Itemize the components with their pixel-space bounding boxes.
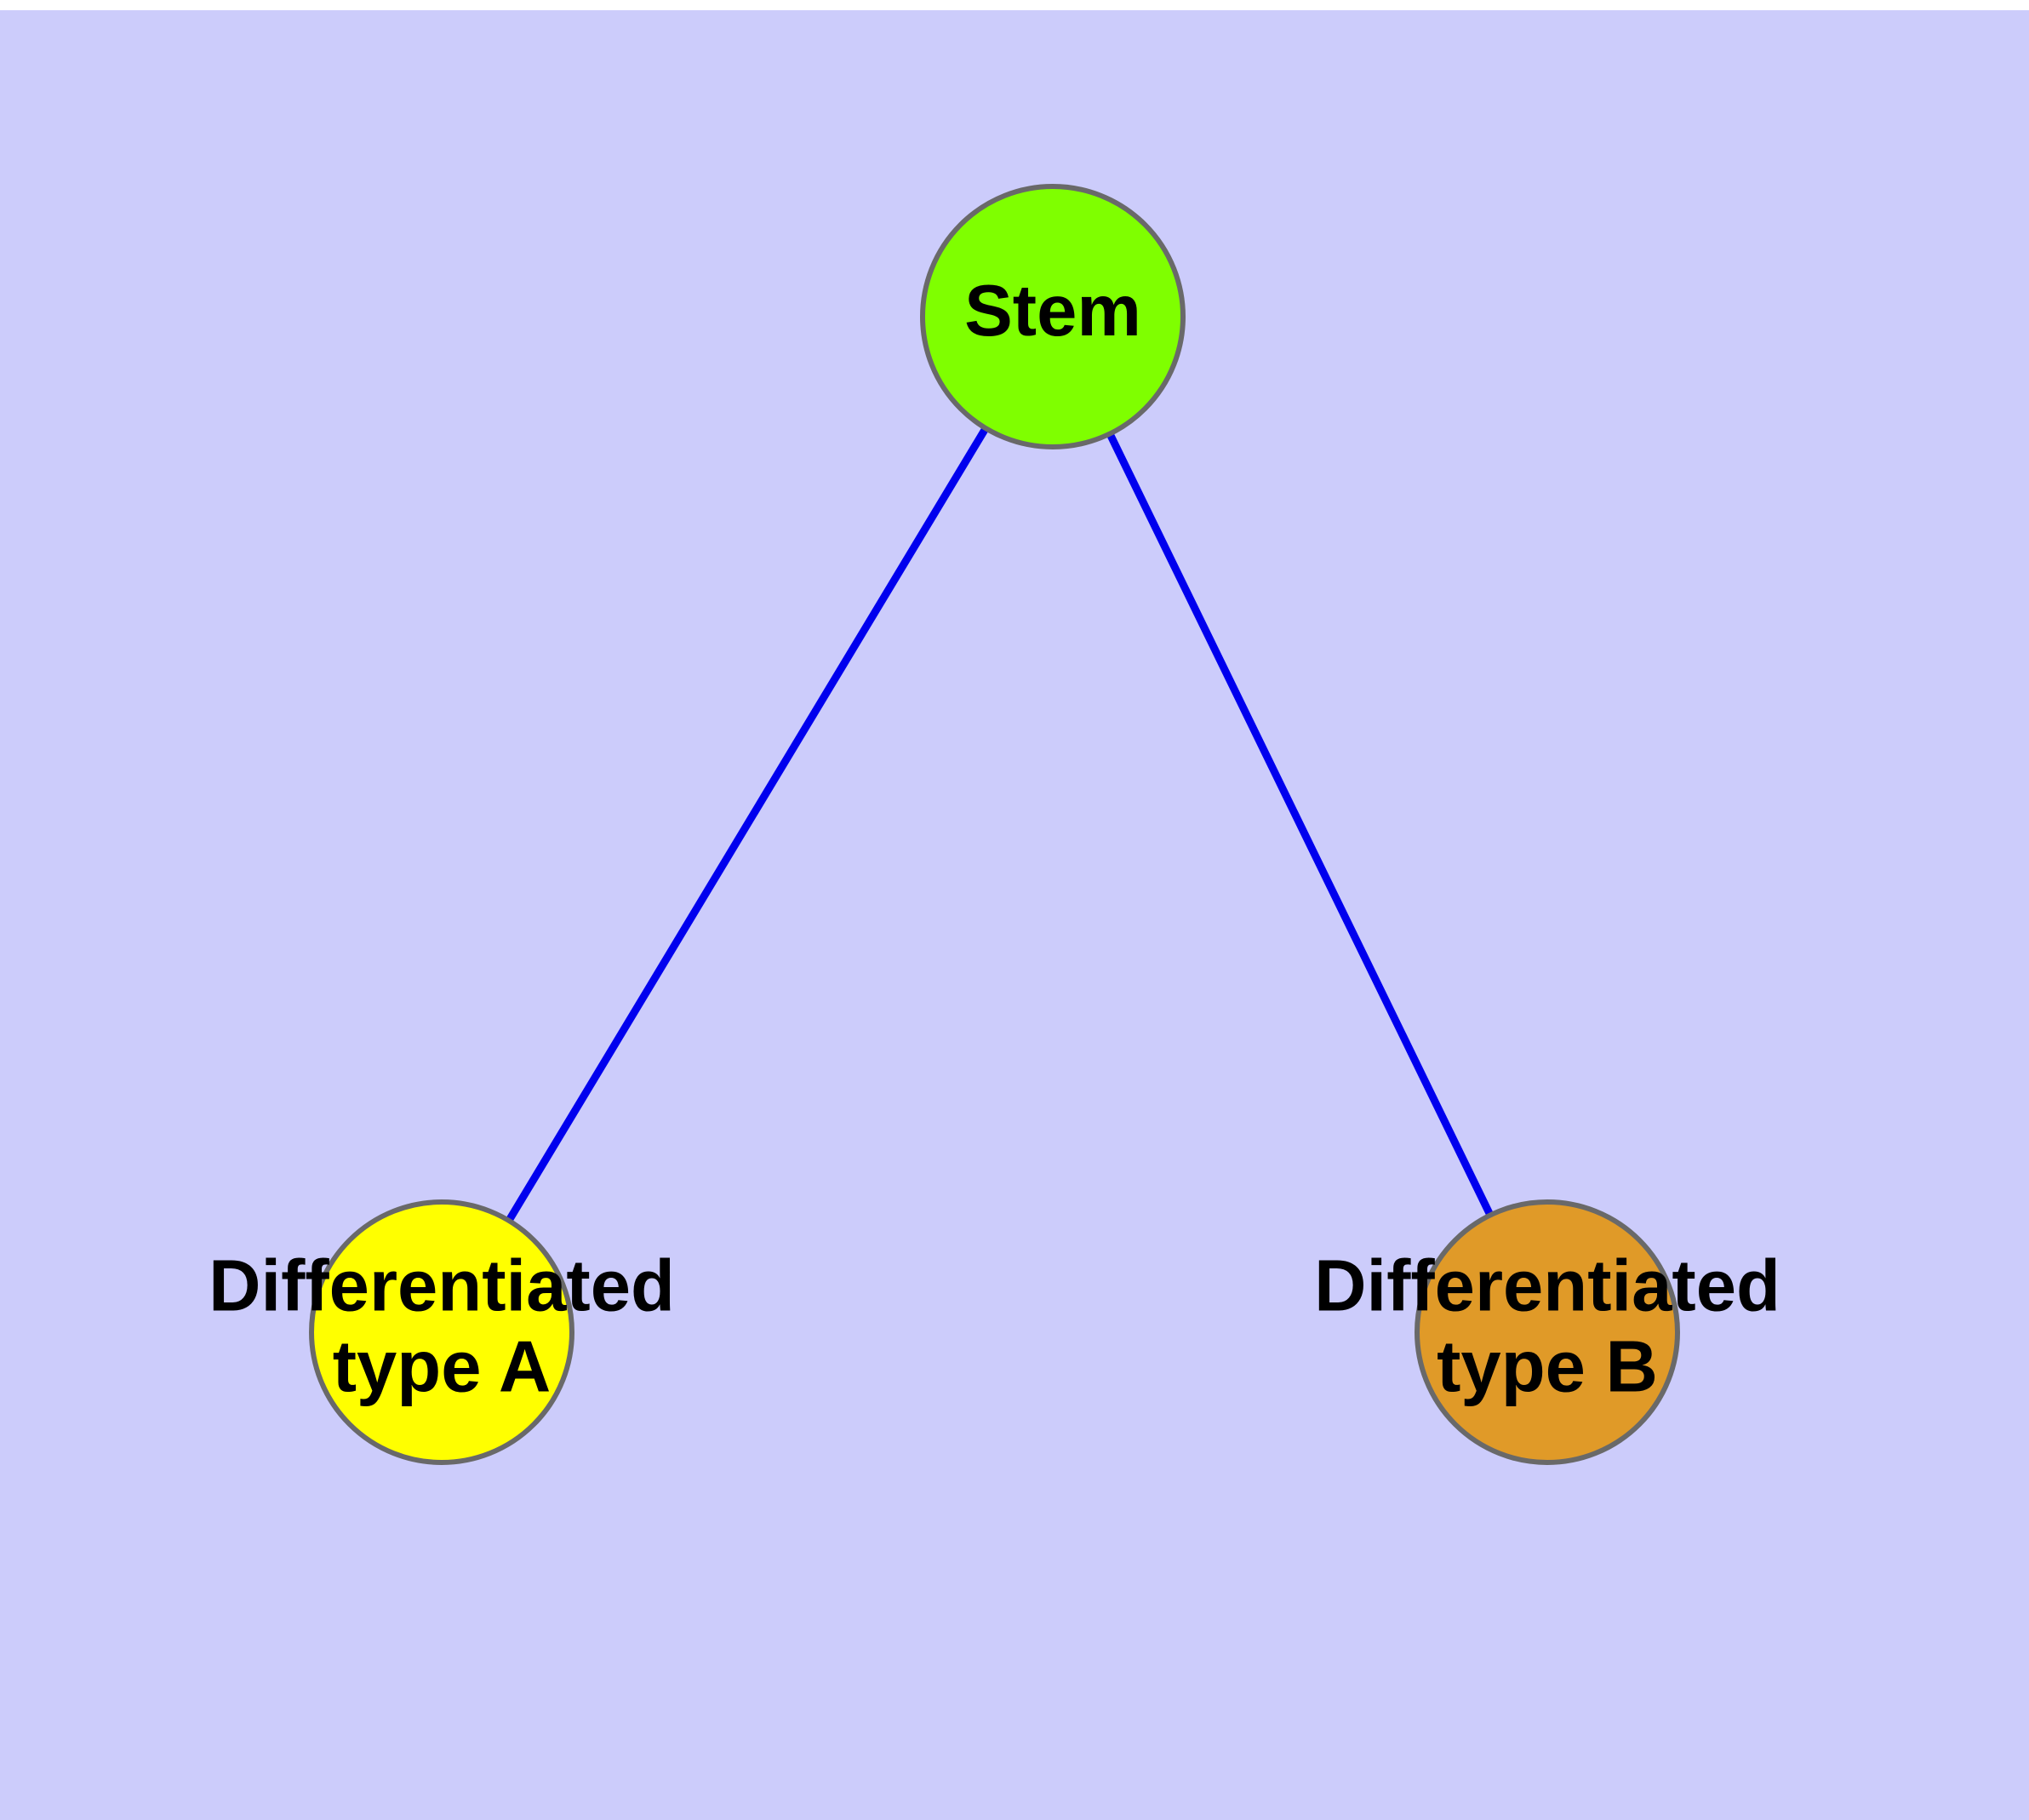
node-circle-differentiated-type-a[interactable] — [309, 1199, 574, 1465]
node-layer — [309, 184, 1680, 1465]
node-label-stem: Stem — [964, 271, 1141, 352]
edge-layer — [438, 314, 1552, 1335]
edge-stem-to-differentiated-type-b[interactable] — [1049, 315, 1552, 1334]
node-circle-differentiated-type-b[interactable] — [1415, 1199, 1680, 1465]
node-label-line: type B — [1437, 1327, 1658, 1408]
node-label-line: type A — [333, 1327, 552, 1408]
node-label-line: Differentiated — [1314, 1246, 1780, 1327]
node-label-line: Differentiated — [209, 1246, 675, 1327]
node-label-line: Stem — [964, 271, 1141, 352]
edge-stem-to-differentiated-type-a[interactable] — [438, 314, 1056, 1335]
node-circle-stem[interactable] — [920, 184, 1186, 449]
